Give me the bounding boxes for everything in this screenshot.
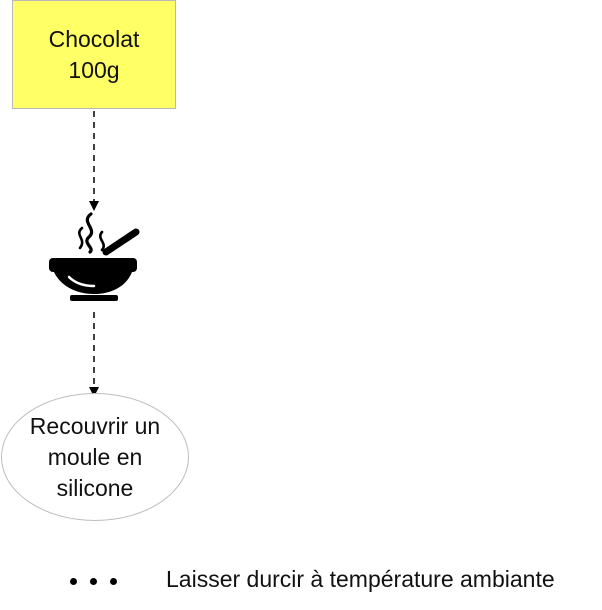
- ingredient-name: Chocolat: [48, 25, 140, 52]
- step-text-line2: moule en: [47, 443, 143, 470]
- final-step-text: Laisser durcir à température ambiante: [166, 566, 555, 592]
- step-text-line3: silicone: [56, 474, 134, 501]
- ellipsis-dot: [110, 578, 117, 585]
- ingredient-box: Chocolat 100g: [12, 0, 176, 109]
- ellipsis-dot: [90, 578, 97, 585]
- ellipsis-dots-icon: [70, 578, 117, 585]
- ellipsis-dot: [70, 578, 77, 585]
- ingredient-quantity: 100g: [68, 56, 120, 83]
- step-text-line1: Recouvrir un: [29, 412, 161, 439]
- steaming-bowl-icon: [49, 212, 140, 301]
- step-node: Recouvrir un moule en silicone: [1, 393, 189, 521]
